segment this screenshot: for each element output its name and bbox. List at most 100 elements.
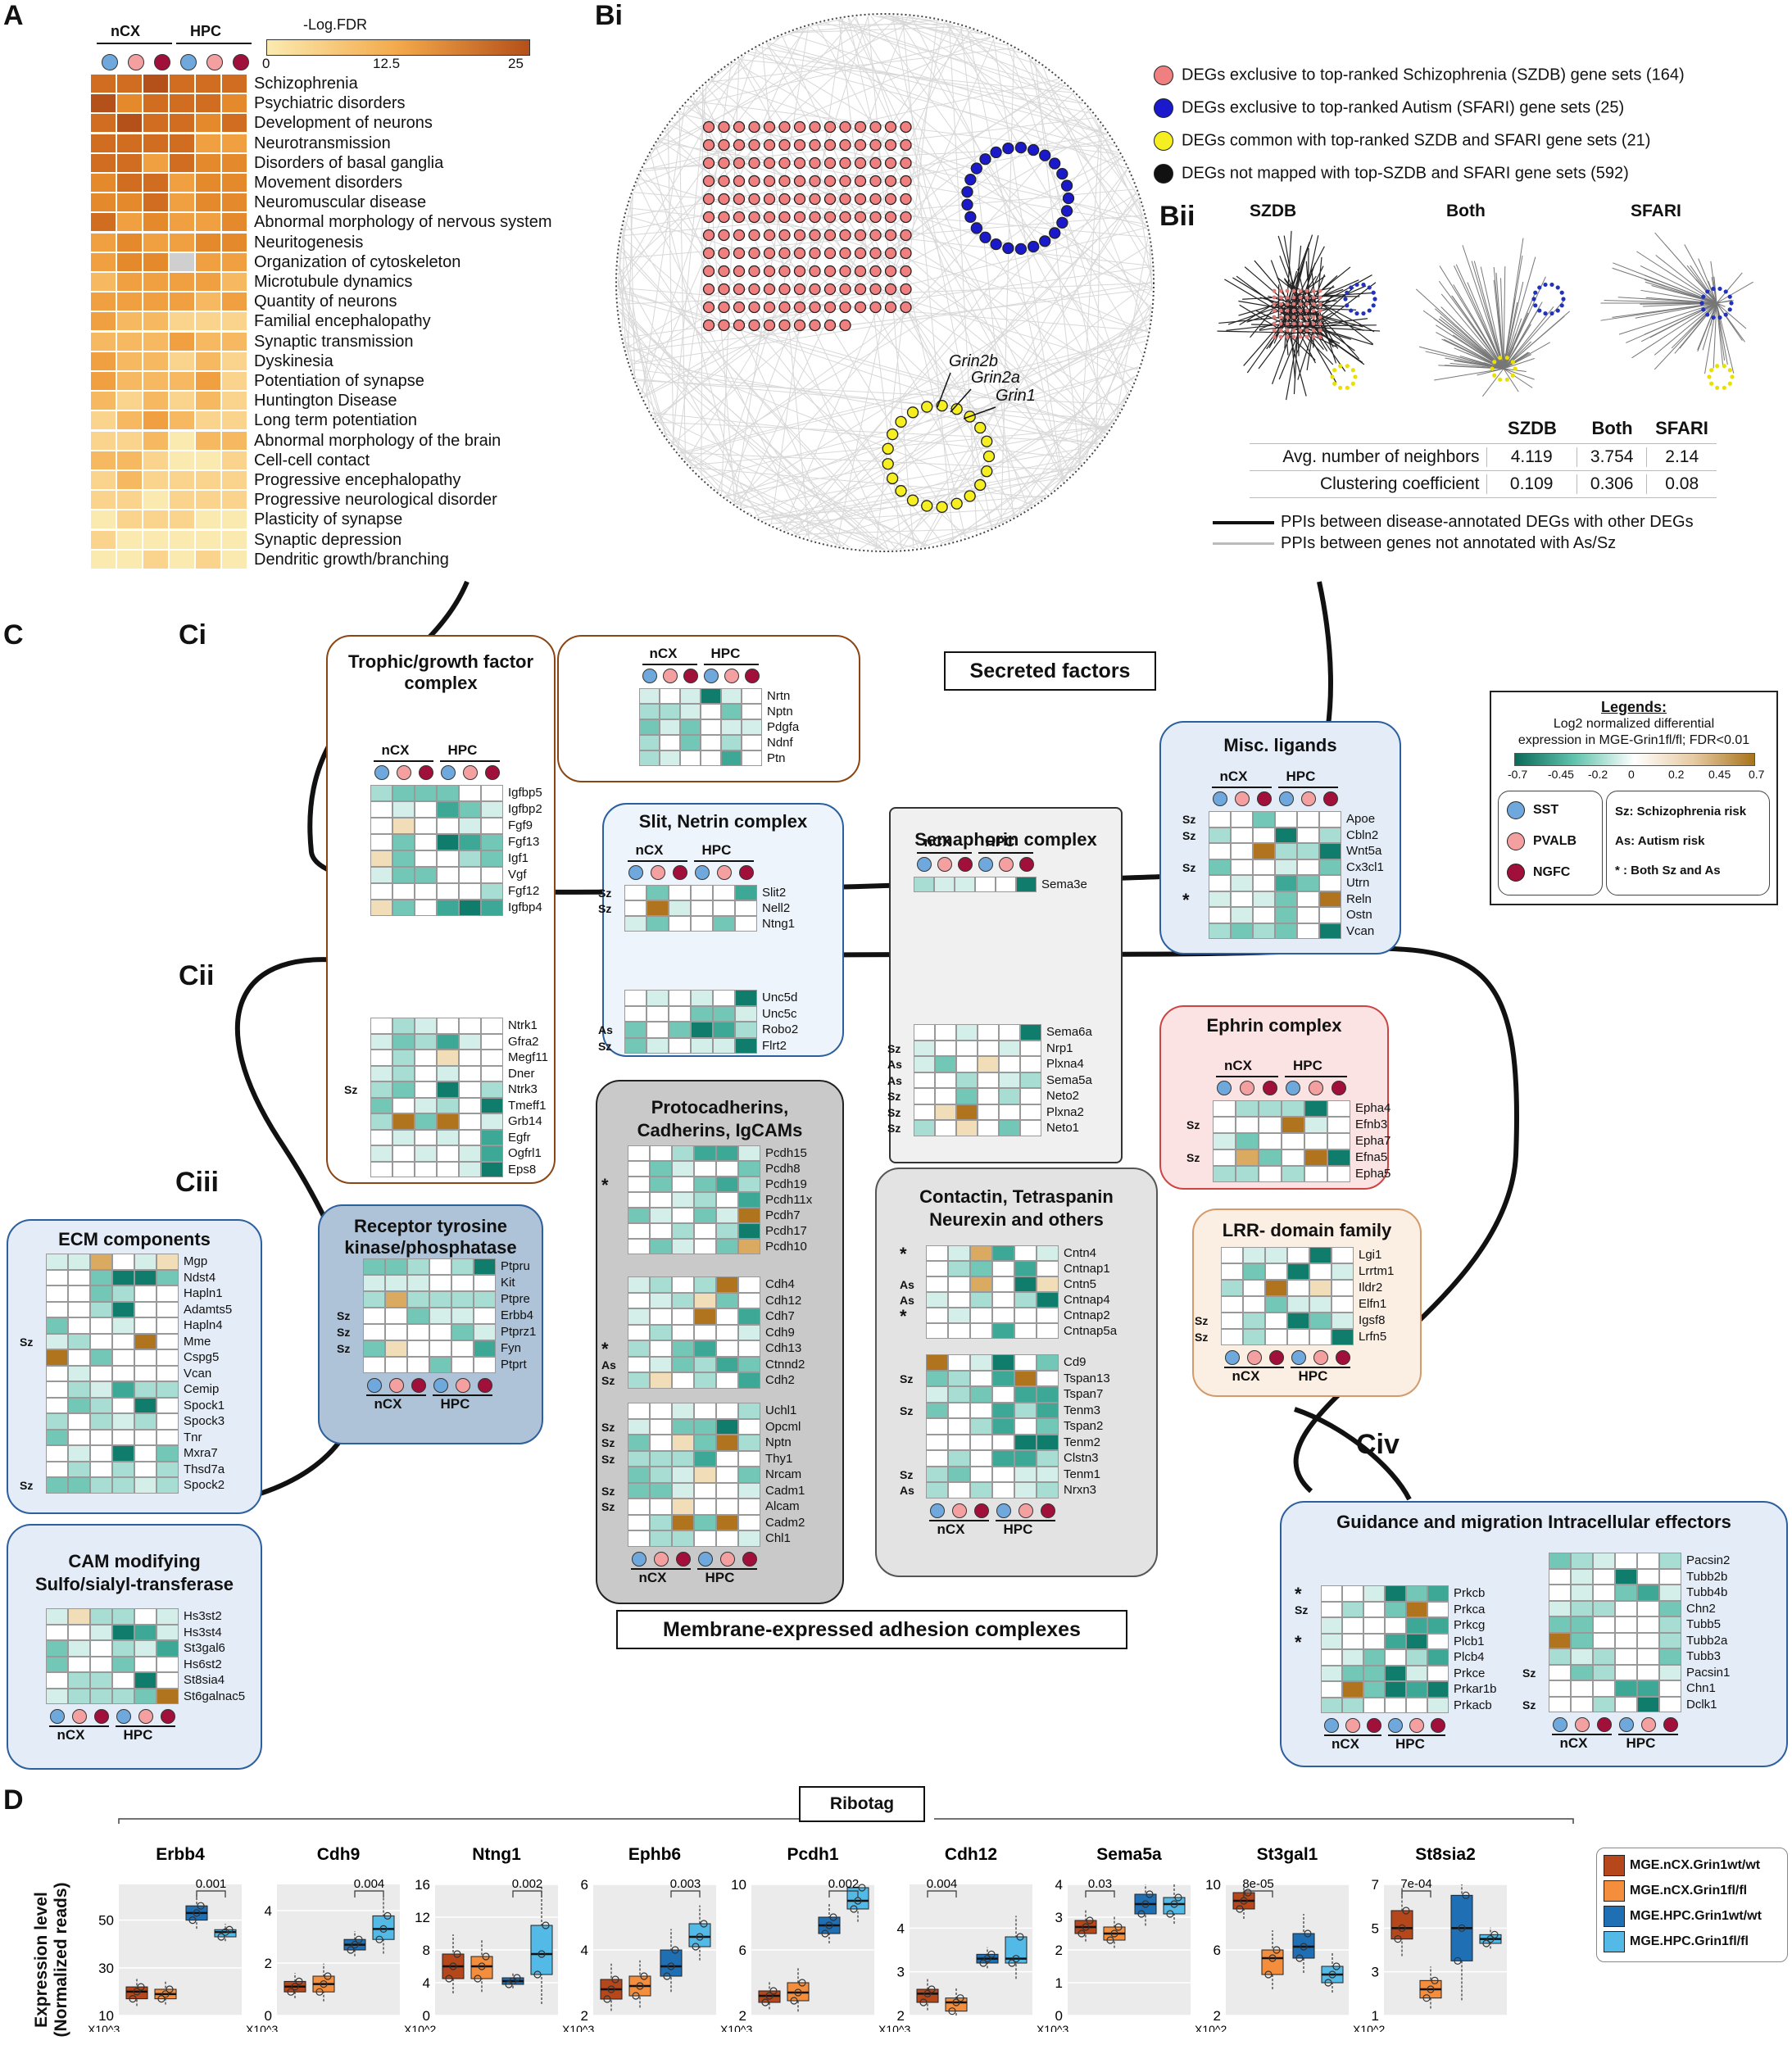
- legend-cell-label: NGFC: [1533, 865, 1570, 879]
- ppi-node: [719, 176, 729, 187]
- ppi-node: [719, 194, 729, 205]
- heatmap-cell: [221, 272, 247, 292]
- heatmap-cell: [195, 252, 221, 272]
- heatmap-cell: [143, 510, 169, 529]
- heatmap-row: Cell-cell contact: [90, 451, 247, 470]
- bii-node: [1345, 303, 1349, 307]
- ppi-node: [749, 122, 760, 133]
- heatmap-cell: [221, 233, 247, 252]
- heatmap-cell: [221, 410, 247, 430]
- heatmap-cell: [143, 311, 169, 331]
- heatmap-row: Synaptic transmission: [90, 332, 247, 351]
- legend-label: MGE.HPC.Grin1wt/wt: [1630, 1909, 1762, 1923]
- ppi-node: [886, 140, 896, 151]
- ppi-node: [734, 302, 745, 313]
- box-title: Contactin, Tetraspanin Neurexin and othe…: [877, 1186, 1156, 1231]
- bii-node: [1722, 386, 1726, 390]
- heatmap-row: Plasticity of synapse: [90, 510, 247, 529]
- bii-node: [1292, 329, 1296, 333]
- cell-type-dot: [233, 54, 249, 70]
- ppi-node: [855, 158, 866, 169]
- ppi-node: [901, 212, 911, 223]
- p-value: 8e-05: [1242, 1877, 1273, 1891]
- heatmap-cell: [116, 292, 143, 311]
- ppi-node: [795, 122, 805, 133]
- table-cell: 4.119: [1486, 447, 1577, 467]
- bii-node: [1332, 368, 1336, 372]
- box-contactin: Contactin, Tetraspanin Neurexin and othe…: [875, 1168, 1158, 1577]
- heatmap-cell: [195, 510, 221, 529]
- ppi-node: [1057, 217, 1068, 228]
- bii-node: [1368, 285, 1372, 289]
- bii-node: [1717, 287, 1722, 291]
- ppi-node: [901, 194, 911, 205]
- heatmap-cell: [116, 391, 143, 410]
- heatmap-cell: [169, 153, 195, 173]
- bii-node: [1511, 374, 1515, 378]
- ppi-node: [734, 320, 745, 331]
- term-label: Disorders of basal ganglia: [254, 153, 443, 173]
- ppi-node: [886, 302, 896, 313]
- legend-label: MGE.nCX.Grin1fl/fl: [1630, 1884, 1747, 1898]
- table-cell: 3.754: [1577, 447, 1647, 467]
- ppi-node: [795, 230, 805, 241]
- heatmap-cell: [221, 490, 247, 510]
- bii-node: [1299, 329, 1303, 333]
- heatmap-cell: [116, 233, 143, 252]
- y-axis-label: Expression level (Normalized reads): [23, 1860, 72, 2048]
- box: [471, 1957, 492, 1979]
- ppi-node: [922, 501, 932, 511]
- table-cell: 2.14: [1646, 447, 1717, 467]
- term-label: Abnormal morphology of the brain: [254, 431, 501, 451]
- heatmap-cell: [116, 153, 143, 173]
- bii-node: [1286, 335, 1290, 339]
- y-tick-label: 10: [1205, 1877, 1221, 1893]
- box-title: Slit, Netrin complex: [604, 811, 842, 832]
- bii-node: [1707, 374, 1711, 379]
- heatmap-row: Movement disorders: [90, 173, 247, 193]
- ppi-node: [779, 158, 790, 169]
- network-stats-table: SZDB Both SFARI Avg. number of neighbors…: [1250, 414, 1717, 498]
- legend-label: MGE.HPC.Grin1fl/fl: [1630, 1934, 1749, 1948]
- ppi-node: [749, 194, 760, 205]
- ribotag-bracket: [115, 1801, 1590, 1825]
- ppi-node: [951, 498, 962, 509]
- heatmap-cell: [221, 292, 247, 311]
- box-ecm: ECM components: [7, 1219, 262, 1514]
- heatmap-cell: [221, 193, 247, 212]
- ppi-node: [887, 429, 898, 440]
- line-legend: PPIs between disease-annotated DEGs with…: [1213, 513, 1694, 555]
- y-tick-label: 30: [98, 1961, 114, 1976]
- heatmap-cell: [143, 292, 169, 311]
- heatmap-cell: [221, 451, 247, 470]
- ppi-node: [855, 176, 866, 187]
- y-tick-label: 2: [1214, 2008, 1221, 2024]
- legend-line: expression in MGE-Grin1fl/fl; FDR<0.01: [1491, 733, 1776, 748]
- heatmap-cell: [195, 431, 221, 451]
- box-title: LRR- domain family: [1194, 1220, 1420, 1241]
- bii-node: [1724, 312, 1728, 316]
- p-value: 0.002: [512, 1877, 543, 1891]
- legend-text: DEGs exclusive to top-ranked Schizophren…: [1182, 66, 1685, 84]
- bii-node: [1305, 296, 1309, 300]
- heatmap-cell: [90, 272, 116, 292]
- legend-line: Log2 normalized differential: [1491, 717, 1776, 732]
- ppi-node: [810, 230, 820, 241]
- table-cell: Clustering coefficient: [1250, 474, 1486, 494]
- heatmap-cell: [116, 490, 143, 510]
- heatmap-cell: [195, 490, 221, 510]
- heatmap-cell: [143, 74, 169, 93]
- ppi-node: [870, 284, 881, 295]
- bii-node: [1492, 374, 1496, 378]
- ppi-node: [840, 302, 851, 313]
- p-value: 0.004: [354, 1877, 385, 1891]
- axis-multiplier: X10^3: [88, 2023, 120, 2032]
- group-underline: [97, 43, 172, 44]
- box: [1164, 1898, 1185, 1914]
- bii-node: [1292, 309, 1296, 313]
- ppi-node: [734, 194, 745, 205]
- heatmap-cell: [90, 74, 116, 93]
- heatmap-cell: [90, 451, 116, 470]
- heatmap-row: Microtubule dynamics: [90, 272, 247, 292]
- ppi-node: [901, 302, 911, 313]
